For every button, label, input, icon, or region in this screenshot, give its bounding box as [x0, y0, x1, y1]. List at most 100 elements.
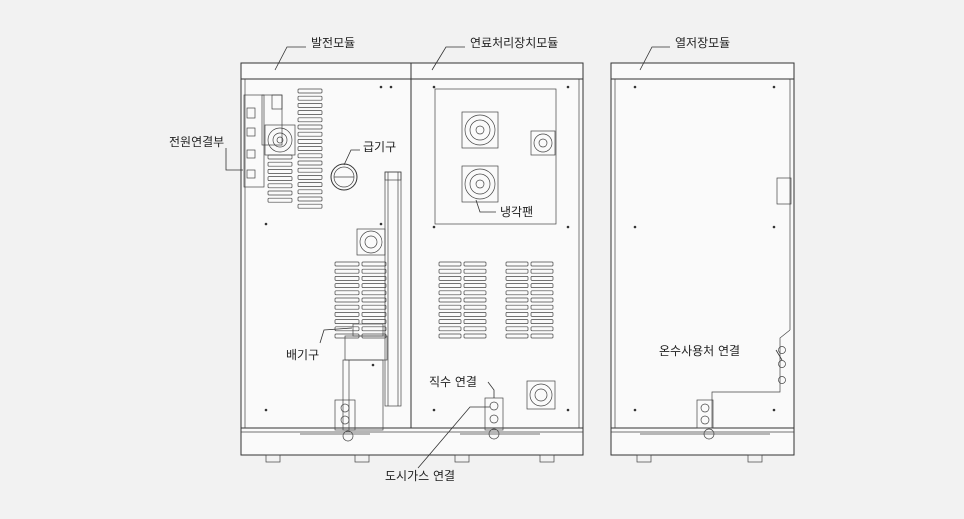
- vent-slot: [297, 88, 323, 94]
- vent-slot: [505, 261, 529, 267]
- power-piping: [300, 399, 370, 442]
- vent-slot: [334, 268, 360, 274]
- vent-slot: [530, 268, 554, 274]
- vent-slot: [438, 268, 462, 274]
- vent-slot: [505, 283, 529, 288]
- vent-slot: [505, 268, 529, 274]
- vent-slot: [505, 276, 529, 281]
- vent-slot: [463, 290, 487, 296]
- vent-slot: [297, 182, 323, 187]
- side-latch: [776, 177, 792, 205]
- vent-slot: [297, 175, 323, 180]
- heat-storage-cabinet: [610, 62, 795, 463]
- vent-slot: [267, 154, 293, 160]
- vent-slot: [297, 196, 323, 202]
- vent-slot: [530, 319, 554, 324]
- callout-gas-connection: 도시가스 연결: [385, 469, 455, 483]
- callout-cooling-fan: 냉각팬: [500, 205, 533, 219]
- vent-slot: [438, 319, 462, 324]
- vent-slot: [530, 290, 554, 296]
- module-label-power: 발전모듈: [311, 36, 355, 50]
- callout-exhaust: 배기구: [286, 348, 319, 362]
- vent-slot: [463, 283, 487, 288]
- vent-slot: [463, 326, 487, 332]
- vent-slot: [463, 312, 487, 317]
- vent-slot: [334, 276, 360, 281]
- vent-slot: [297, 131, 323, 137]
- vent-slot: [530, 326, 554, 332]
- vent-slot: [334, 283, 360, 288]
- vent-slot: [361, 312, 387, 317]
- vent-slot: [297, 124, 323, 130]
- vent-slot: [438, 283, 462, 288]
- cooling-fan-3-icon: [461, 165, 499, 203]
- main-cabinet-feet: [265, 454, 555, 463]
- main-cabinet: [240, 62, 584, 456]
- vent-slot: [463, 333, 487, 339]
- vent-slot: [438, 290, 462, 296]
- vent-slot: [297, 189, 323, 195]
- vent-slots-lower: [334, 261, 387, 339]
- vent-slot: [438, 312, 462, 317]
- fuel-vent-slots: [438, 261, 554, 339]
- vent-slot: [267, 197, 293, 203]
- callout-water-connection: 직수 연결: [429, 375, 477, 389]
- vent-slot: [438, 326, 462, 332]
- vent-slot: [334, 319, 360, 324]
- power-module-body: [243, 88, 402, 442]
- vent-slot: [267, 176, 293, 181]
- vent-slot: [297, 146, 323, 151]
- cooling-fan-panel: [434, 88, 557, 225]
- screw-dots: [264, 85, 776, 412]
- callout-power-connection: 전원연결부: [169, 135, 224, 149]
- vent-slot: [297, 153, 323, 159]
- vent-slot: [297, 117, 323, 123]
- vent-slot: [463, 304, 487, 310]
- vent-slot: [463, 276, 487, 281]
- vent-slot: [297, 167, 323, 173]
- vent-slot: [334, 326, 360, 332]
- power-connection-panel: [243, 94, 265, 188]
- cooling-fan-1-icon: [461, 111, 499, 149]
- vent-slot: [334, 312, 360, 317]
- ventilation-fan-icon: [356, 228, 386, 256]
- vent-slot: [297, 203, 323, 209]
- vent-slot: [334, 297, 360, 303]
- vent-slot: [438, 276, 462, 281]
- vent-slot: [297, 110, 323, 115]
- vent-slot: [463, 268, 487, 274]
- vent-slot: [530, 283, 554, 288]
- fuel-module-body: [434, 88, 557, 440]
- vent-slot: [267, 169, 293, 174]
- vent-slot: [361, 276, 387, 281]
- vent-slot: [505, 312, 529, 317]
- vent-slot: [297, 160, 323, 166]
- vent-slot: [297, 139, 323, 144]
- vent-slot: [267, 190, 293, 196]
- cooling-fan-2-icon: [530, 130, 556, 156]
- vent-slot: [505, 333, 529, 339]
- vent-slot: [361, 297, 387, 303]
- vent-slot: [438, 333, 462, 339]
- vent-slot: [267, 161, 293, 167]
- vent-slot: [438, 304, 462, 310]
- callout-air-intake: 급기구: [363, 140, 396, 154]
- vent-slot: [361, 326, 387, 332]
- vent-slot: [297, 95, 323, 101]
- vent-slot: [361, 283, 387, 288]
- vent-slot: [463, 297, 487, 303]
- vent-slot: [361, 290, 387, 296]
- fuel-module-fan-icon: [526, 380, 556, 410]
- callout-hot-water-connection: 온수사용처 연결: [659, 344, 740, 358]
- vent-slot: [463, 319, 487, 324]
- vent-slot: [530, 276, 554, 281]
- module-label-fuel: 연료처리장치모듈: [470, 36, 558, 50]
- vent-slot: [505, 326, 529, 332]
- vent-slot: [463, 261, 487, 267]
- vent-slot: [505, 290, 529, 296]
- air-intake-icon: [330, 163, 358, 191]
- vent-slot: [438, 297, 462, 303]
- vent-slot: [530, 261, 554, 267]
